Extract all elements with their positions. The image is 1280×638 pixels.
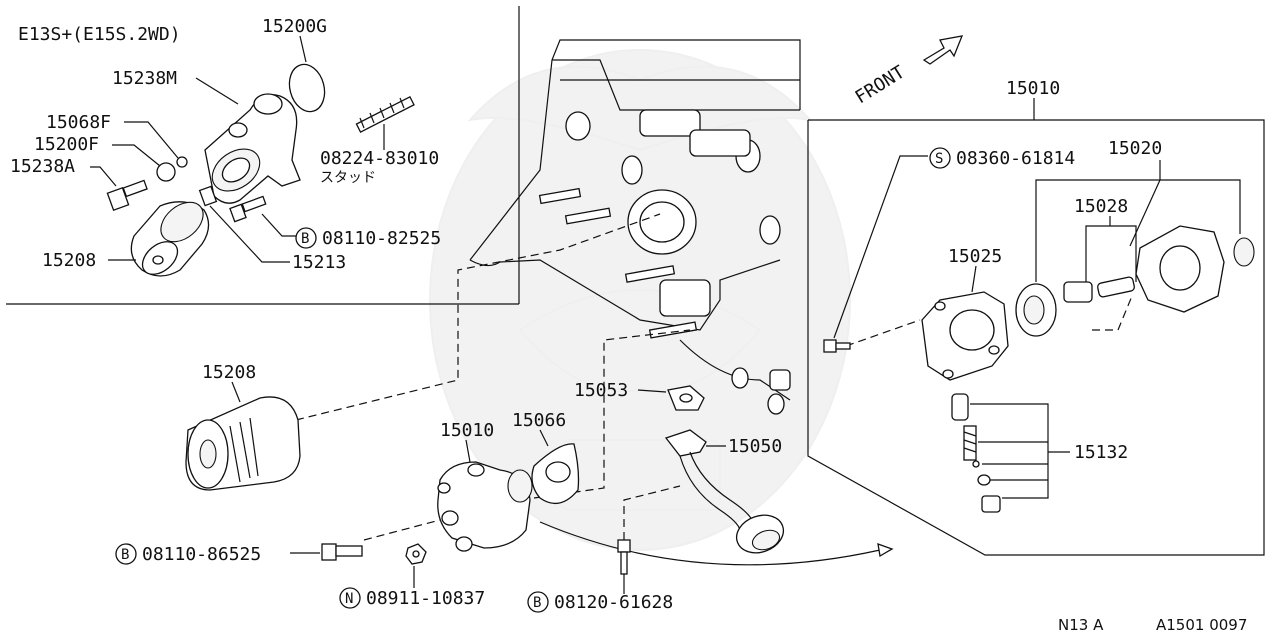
label-08110-82525: 08110-82525 <box>322 228 441 249</box>
stud-08224 <box>355 95 415 133</box>
leader-strainer-to-bolt <box>623 485 681 540</box>
front-direction-indicator: FRONT <box>852 35 964 109</box>
bolt-symbol-86525: B <box>121 547 129 563</box>
engine-block <box>469 39 801 415</box>
bolt-symbol-82525: B <box>301 231 309 247</box>
nut-symbol-icon <box>339 587 361 609</box>
arrowhead-icon <box>877 543 894 558</box>
bolt-08110-86525 <box>321 543 363 561</box>
label-15200g: 15200G <box>262 16 327 37</box>
gasket-15053 <box>667 385 705 411</box>
nut-08911 <box>405 543 427 565</box>
bolt-symbol-icon <box>115 543 137 565</box>
front-arrow-icon <box>922 35 964 65</box>
watermark-crest <box>429 49 851 551</box>
label-15213: 15213 <box>292 252 346 273</box>
pump-cover-15025 <box>921 291 1009 381</box>
o-ring-15200f <box>156 162 176 182</box>
pump-rotor-inner <box>1063 276 1135 303</box>
oil-filter-15208-main <box>185 396 301 491</box>
front-label: FRONT <box>852 62 909 109</box>
filter-bracket-15238m <box>204 93 301 204</box>
bolt-08110-82525 <box>229 195 267 223</box>
bolt-symbol-icon <box>527 591 549 613</box>
label-08120-61628: 08120-61628 <box>554 592 673 613</box>
footer-right-code: A1501 0097 <box>1156 616 1247 634</box>
leader-filter-to-block <box>295 213 661 421</box>
label-15238m: 15238M <box>112 68 177 89</box>
label-15132: 15132 <box>1074 442 1128 463</box>
pump-body <box>1135 225 1255 313</box>
label-15068f: 15068F <box>46 112 111 133</box>
label-15010-detail: 15010 <box>1006 78 1060 99</box>
leader-shaft <box>1092 295 1133 331</box>
label-15025: 15025 <box>948 246 1002 267</box>
label-15028: 15028 <box>1074 196 1128 217</box>
label-08911-10837: 08911-10837 <box>366 588 485 609</box>
oil-filter-15208-small <box>130 201 210 277</box>
label-stud-note: スタッド <box>320 170 376 186</box>
label-15238a: 15238A <box>10 156 75 177</box>
label-15066: 15066 <box>512 410 566 431</box>
screw-symbol-icon <box>929 147 951 169</box>
label-08110-86525: 08110-86525 <box>142 544 261 565</box>
label-08360-61814: 08360-61814 <box>956 148 1075 169</box>
plug-15213 <box>198 185 218 207</box>
nut-symbol-08911: N <box>345 591 353 607</box>
gasket-15066 <box>531 443 580 505</box>
label-15200f: 15200F <box>34 134 99 155</box>
label-08224-83010: 08224-83010 <box>320 148 439 169</box>
inset-frame-variant <box>6 6 520 305</box>
pump-rotor-outer <box>1015 283 1057 337</box>
footer-left-code: N13 A <box>1058 616 1104 634</box>
oil-strainer-15050 <box>664 429 785 554</box>
label-15208-main: 15208 <box>202 362 256 383</box>
bolt-symbol-61628: B <box>533 595 541 611</box>
leader-pump-to-block <box>533 329 691 499</box>
detail-frame-oil-pump <box>807 119 1265 556</box>
variant-label: E13S+(E15S.2WD) <box>18 24 181 45</box>
o-ring-15068f <box>176 156 188 168</box>
leader-bolt-to-pump <box>363 519 441 541</box>
bolt-symbol-icon <box>295 227 317 249</box>
label-15020: 15020 <box>1108 138 1162 159</box>
leader-detail-screw <box>845 319 921 347</box>
detail-reference-arrow <box>539 521 881 566</box>
bolt-08120-61628 <box>617 539 631 575</box>
label-15010-main: 15010 <box>440 420 494 441</box>
bolt-15238a <box>106 179 148 212</box>
relief-valve-parts-15132 <box>951 393 1001 513</box>
screw-08360 <box>823 339 851 353</box>
label-15050: 15050 <box>728 436 782 457</box>
o-ring-15200g <box>288 63 326 113</box>
screw-symbol-08360: S <box>935 151 943 167</box>
oil-pump-15010 <box>437 461 533 552</box>
label-15053: 15053 <box>574 380 628 401</box>
label-15208-top: 15208 <box>42 250 96 271</box>
